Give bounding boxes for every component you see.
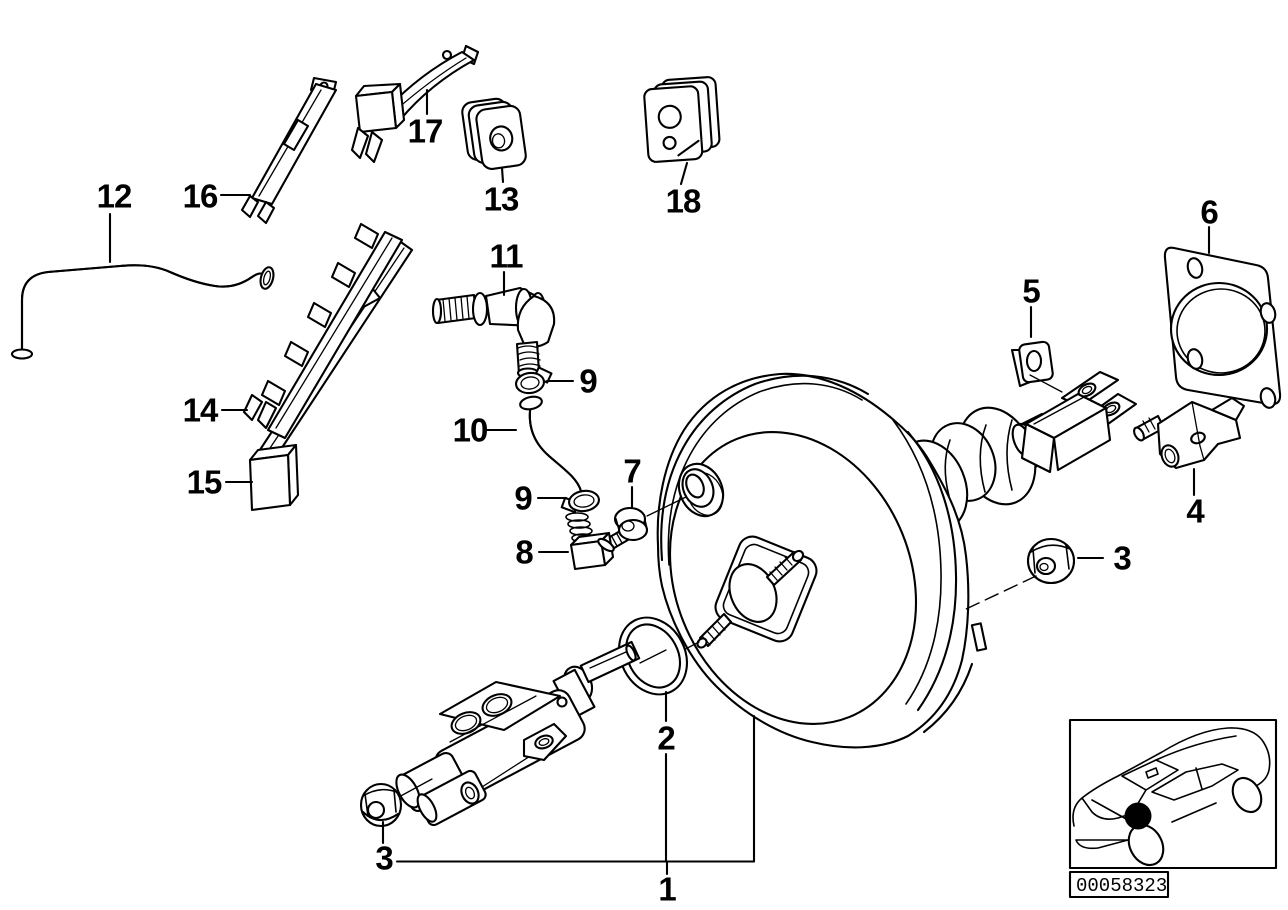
vacuum-hose bbox=[10, 264, 275, 360]
callouts: 12 16 17 13 18 11 9 10 9 8 7 2 1 3 3 5 6… bbox=[97, 113, 1220, 908]
callout-13[interactable]: 13 bbox=[484, 181, 520, 218]
car-outline bbox=[1072, 727, 1271, 867]
grommet bbox=[461, 97, 527, 170]
callout-8[interactable]: 8 bbox=[515, 534, 534, 571]
car-location-thumbnail: 00058323 bbox=[1068, 718, 1278, 899]
callout-16[interactable]: 16 bbox=[183, 178, 219, 215]
flange-nut-booster bbox=[1026, 537, 1076, 585]
callout-14[interactable]: 14 bbox=[183, 392, 220, 429]
image-number: 00058323 bbox=[1076, 875, 1167, 897]
gasket bbox=[1163, 246, 1282, 409]
mounting-stud-lower bbox=[696, 612, 733, 649]
vacuum-check-valve-fitting bbox=[431, 286, 556, 379]
callout-9-upper[interactable]: 9 bbox=[579, 363, 598, 400]
connecting-hose bbox=[519, 395, 583, 493]
cable-clip-rail-17 bbox=[350, 44, 480, 164]
cable-clip-rail-16 bbox=[240, 76, 338, 225]
o-ring-and-axis bbox=[611, 616, 700, 696]
callout-5[interactable]: 5 bbox=[1022, 273, 1041, 310]
rail-fingers bbox=[260, 222, 380, 407]
callout-12[interactable]: 12 bbox=[97, 178, 133, 215]
callout-11[interactable]: 11 bbox=[490, 238, 525, 275]
callout-7[interactable]: 7 bbox=[623, 453, 641, 490]
callout-10[interactable]: 10 bbox=[453, 412, 489, 449]
callout-1[interactable]: 1 bbox=[658, 871, 677, 908]
pedal-pad-set bbox=[643, 76, 721, 163]
callout-3-master-cylinder[interactable]: 3 bbox=[375, 840, 394, 877]
component-location-dot bbox=[1124, 802, 1152, 830]
cable-holder-rails bbox=[242, 222, 414, 512]
callout-9-lower[interactable]: 9 bbox=[514, 480, 533, 517]
callout-4[interactable]: 4 bbox=[1186, 493, 1206, 530]
actuating-lever bbox=[1133, 396, 1246, 470]
hose-clamp-upper bbox=[515, 366, 553, 395]
brake-booster-body bbox=[656, 372, 988, 749]
hose-clamp-lower bbox=[560, 489, 600, 514]
flange-nut-master-cylinder bbox=[359, 782, 403, 828]
leader-lines bbox=[108, 88, 1211, 876]
callout-15[interactable]: 15 bbox=[187, 464, 223, 501]
seal-grommet bbox=[613, 496, 687, 542]
pushrod-clevis bbox=[1020, 370, 1138, 474]
retaining-clip bbox=[1010, 340, 1063, 393]
mounting-stud-upper bbox=[765, 549, 805, 587]
callout-17[interactable]: 17 bbox=[408, 113, 444, 150]
callout-6[interactable]: 6 bbox=[1200, 194, 1219, 231]
callout-18[interactable]: 18 bbox=[666, 183, 702, 220]
callout-3-booster[interactable]: 3 bbox=[1113, 540, 1132, 577]
master-cylinder bbox=[395, 640, 641, 827]
callout-2[interactable]: 2 bbox=[657, 720, 676, 757]
